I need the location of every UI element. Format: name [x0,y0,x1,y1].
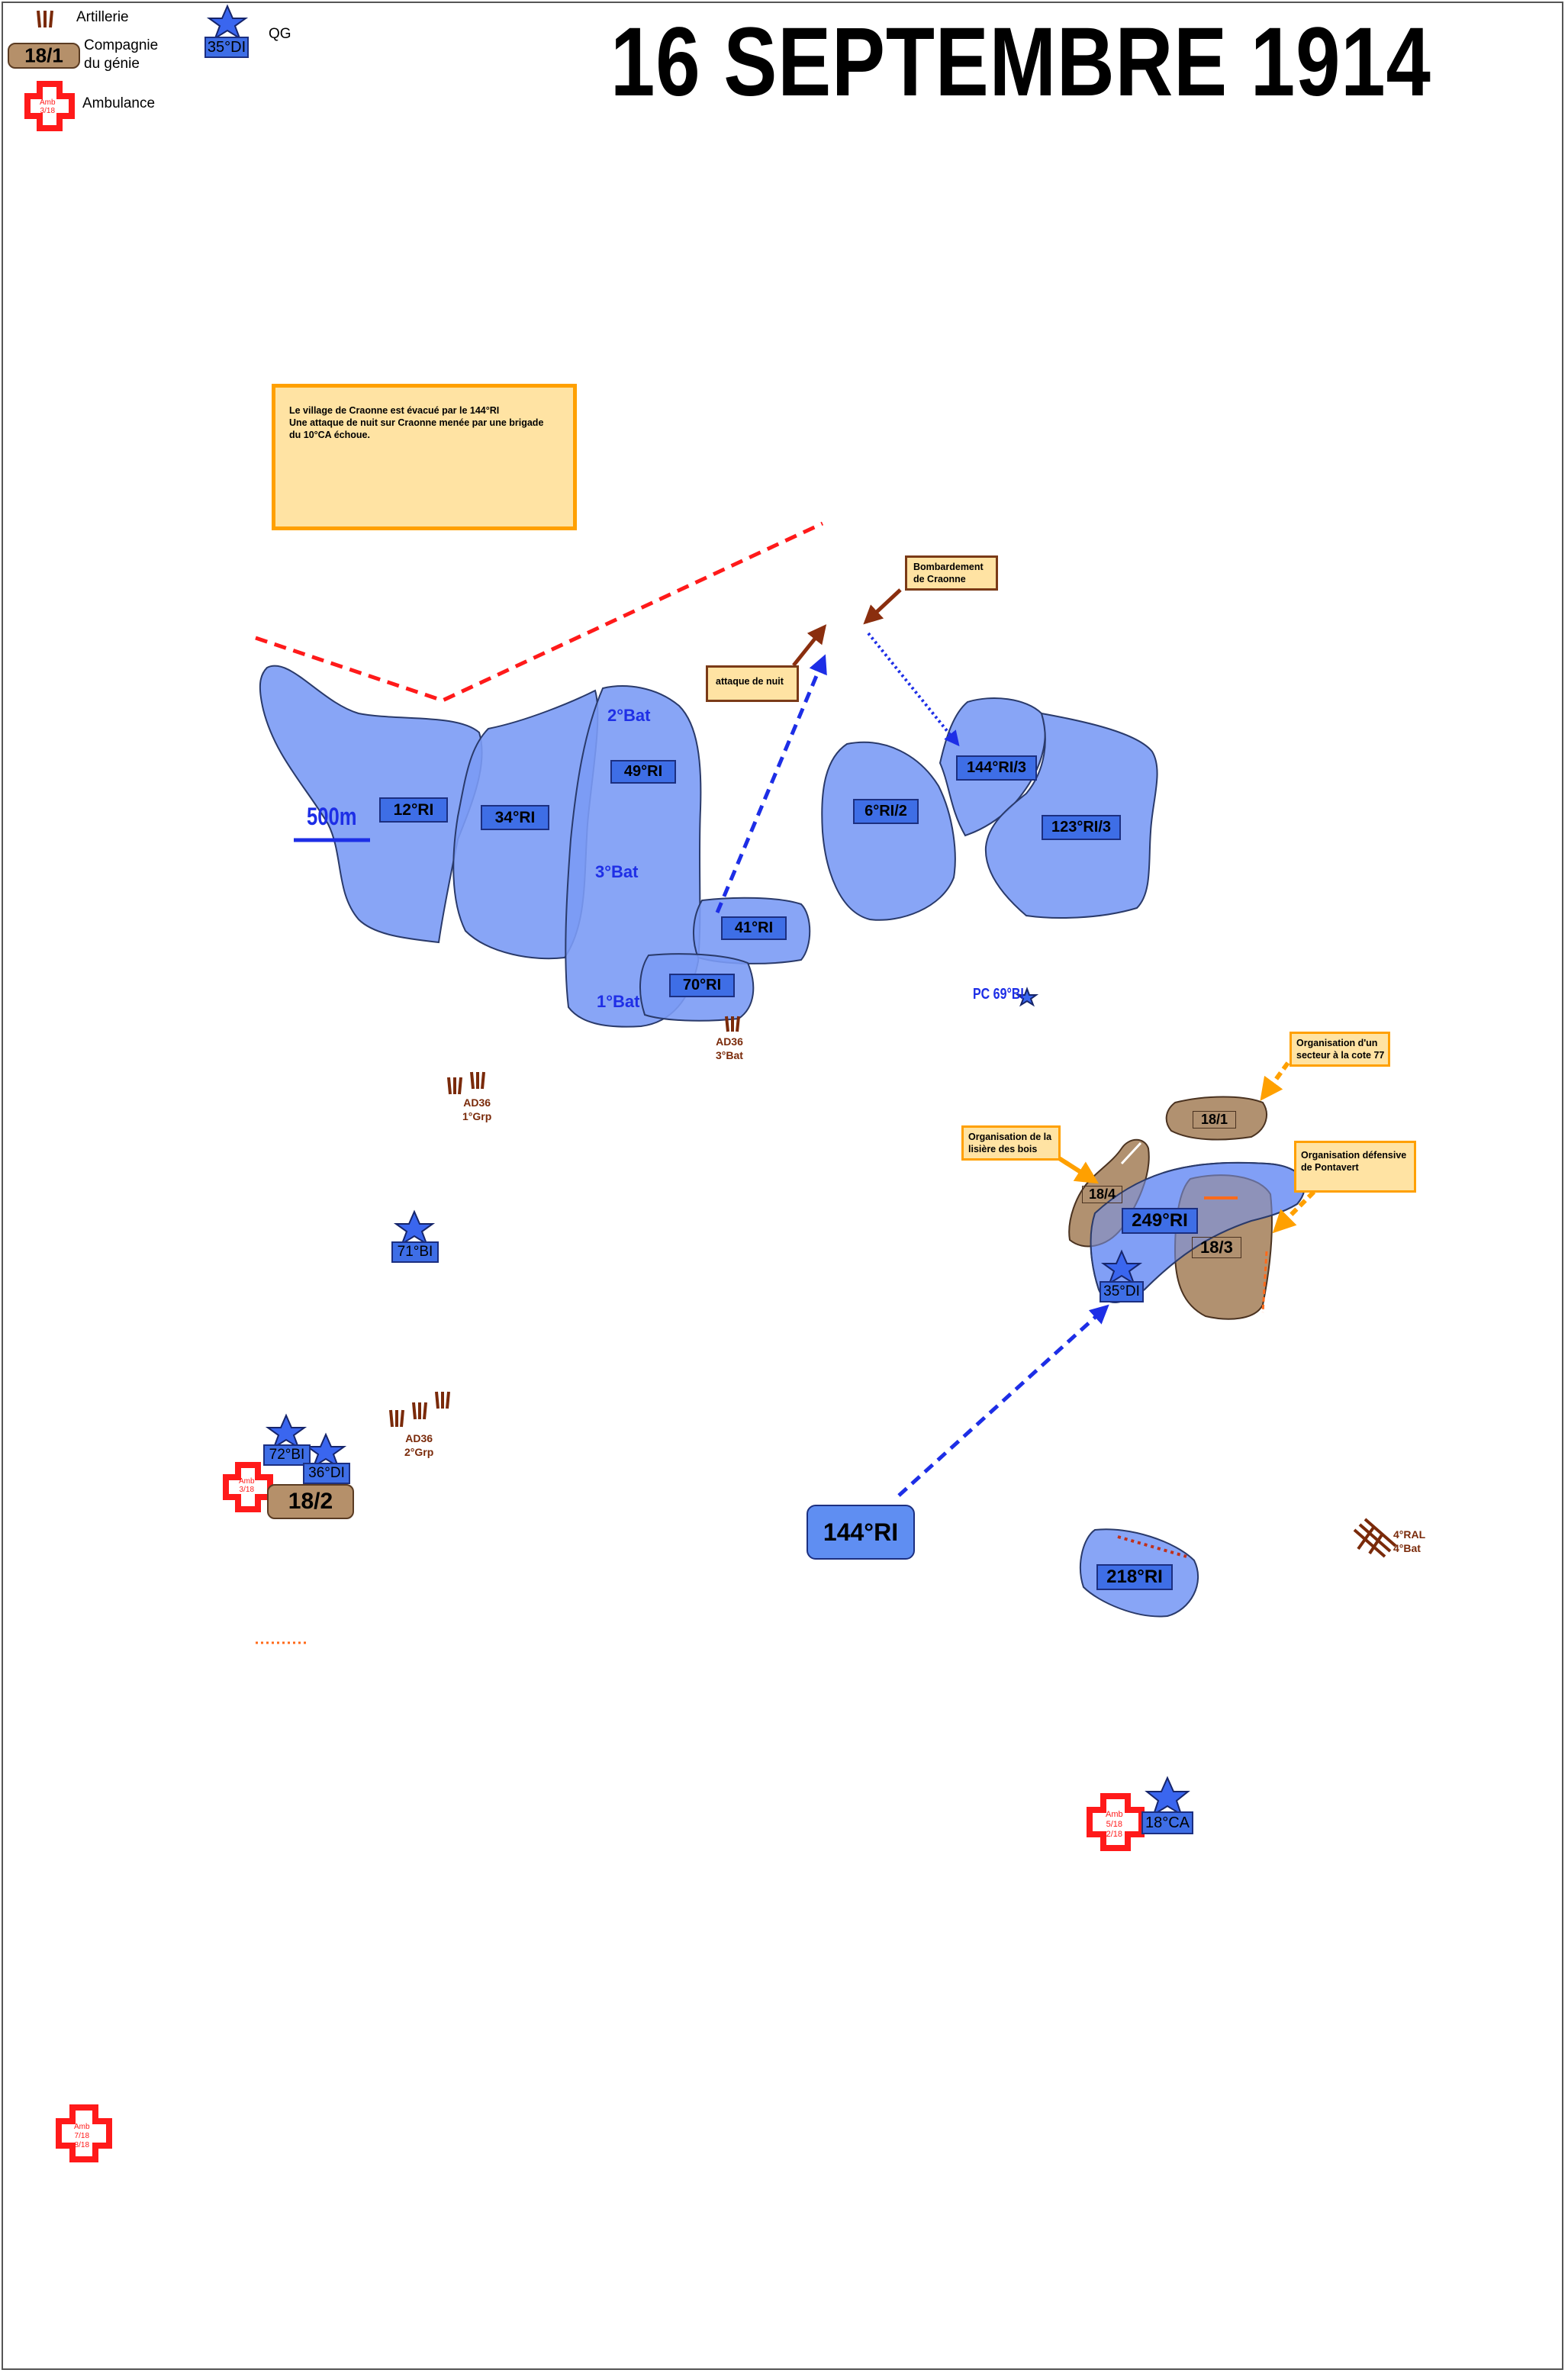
arrow-attaque-nuit [792,624,827,667]
zone-12ri [259,665,483,944]
qg-36di-star-icon [304,1432,347,1469]
zone-genie-18-1 [1165,1096,1267,1141]
front-line [255,521,824,703]
pc-69bi-label: PC 69°BI [973,986,1024,1003]
pontavert-line [1261,1251,1268,1313]
qg-35di-star-icon [1100,1249,1143,1286]
label-1bat: 1°Bat [597,992,640,1011]
arrow-lisiere [1058,1156,1100,1184]
hq-36di: 36°DI [303,1463,350,1484]
lisiere-line [1120,1141,1142,1165]
zone-6ri [821,741,956,921]
unit-70ri: 70°RI [669,974,735,997]
note-bombardement: Bombardement de Craonne [905,555,998,591]
qg-18ca-star-icon [1145,1776,1190,1817]
unit-144ri: 144°RI [807,1505,915,1560]
ambulance-3-18-label: Amb 3/18 [239,1477,255,1494]
label-2bat: 2°Bat [607,706,651,725]
pc-69bi-star-icon [1015,987,1039,1007]
ambulance-3-18-icon [223,1462,273,1512]
unit-12ri: 12°RI [379,797,448,823]
note-attaque-nuit: attaque de nuit [706,665,799,702]
genie-18-2: 18/2 [267,1484,354,1519]
note-lisiere: Organisation de la lisière des bois [961,1125,1061,1161]
genie-18-2-label: 18/2 [288,1489,333,1514]
arrow-attack-craonne [715,654,827,913]
unit-144ri3: 144°RI/3 [956,755,1037,781]
arrow-bombardement [863,588,902,625]
artillery-ad36-3bat-label: AD36 3°Bat [716,1035,743,1061]
unit-41ri: 41°RI [721,916,787,940]
arrow-144ri-move [867,632,960,747]
label-3bat: 3°Bat [595,862,639,881]
ambulance-7-18-label: Amb 7/18 8/18 [74,2123,90,2149]
artillery-ad36-1grp-label: AD36 1°Grp [462,1096,492,1122]
arrow-pontavert [1272,1190,1316,1234]
hq-18ca: 18°CA [1141,1811,1193,1834]
legend-genie-label: Compagnie du génie [84,37,159,72]
unit-49ri: 49°RI [610,760,676,784]
page-title: 16 SEPTEMBRE 1914 [610,8,1431,117]
scale-label: 500m [307,803,357,830]
qg-71bi-star-icon [393,1209,436,1246]
unit-249ri: 249°RI [1122,1208,1198,1234]
artillery-ad36-2grp-label: AD36 2°Grp [404,1432,434,1458]
qg-legend-star-icon [206,4,249,40]
dotted-line-218 [1117,1535,1187,1558]
legend-ambulance-label: Ambulance [82,95,156,111]
unit-34ri: 34°RI [481,805,549,830]
note-pontavert: Organisation défensive de Pontavert [1294,1141,1416,1193]
genie-18-3-label: 18/3 [1192,1237,1241,1258]
unit-6ri: 6°RI/2 [853,799,919,824]
arrow-144ri-to-35di [897,1304,1109,1497]
note-craonne: Le village de Craonne est évacué par le … [272,384,577,530]
artillery-ad36-2grp-icon [389,1391,450,1428]
legend-artillery-label: Artillerie [76,9,129,25]
legend-qg-label: QG [269,26,291,42]
legend-ambulance-sample-label: Amb 3/18 [40,98,56,115]
hq-72bi: 72°BI [263,1444,311,1466]
hq-71bi: 71°BI [391,1241,439,1263]
note-cote77: Organisation d'un secteur à la cote 77 [1289,1032,1390,1067]
genie-18-1-label: 18/1 [1193,1111,1237,1129]
ambulance-7-18-icon [56,2104,112,2162]
unit-218ri: 218°RI [1096,1564,1173,1590]
ambulance-5-18-label: Amb 5/18 2/18 [1106,1810,1123,1839]
legend-genie-sample-label: 18/1 [24,43,63,67]
arrow-cote77 [1260,1061,1290,1101]
legend-genie-sample: 18/1 [8,43,80,69]
artillery-4ral-icon [1353,1518,1397,1558]
ambulance-legend-icon [24,81,75,131]
artillery-legend-icon [37,10,53,28]
artillery-4ral-label: 4°RAL 4°Bat [1393,1528,1426,1554]
hq-35di: 35°DI [1100,1281,1144,1302]
genie-18-4-label: 18/4 [1082,1186,1123,1203]
artillery-ad36-3bat-icon [725,1016,740,1032]
qg-72bi-star-icon [265,1413,307,1450]
unit-123ri: 123°RI/3 [1042,815,1121,840]
ambulance-5-18-icon [1087,1793,1145,1851]
legend-qg-sample: 35°DI [204,37,249,58]
artillery-ad36-1grp-icon [447,1071,485,1095]
